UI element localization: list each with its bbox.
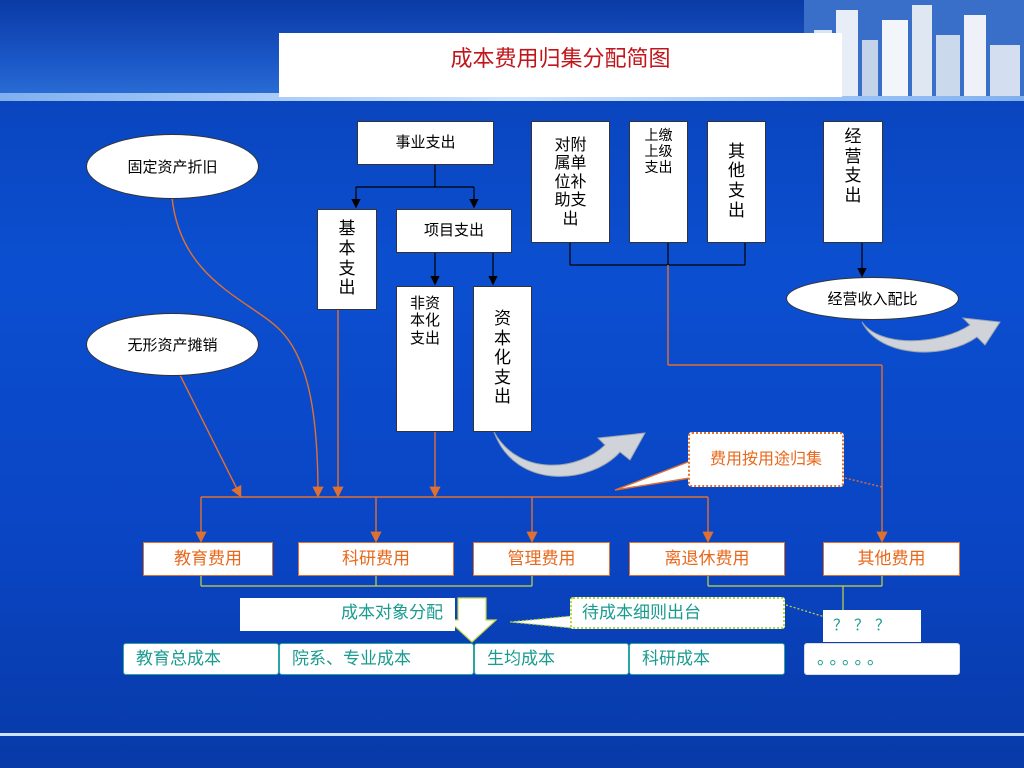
- result-total-education-cost: 教育总成本: [123, 643, 279, 675]
- down-arrow-icon: [446, 597, 498, 643]
- curved-arrow-icon: [861, 317, 1001, 353]
- header-stripe: [0, 93, 1024, 101]
- subsidiary-subsidy-box: 对附属单位补助支出: [531, 121, 610, 243]
- result-per-student-cost: 生均成本: [474, 643, 629, 675]
- pending-rules-label: 待成本细则出台: [570, 597, 785, 629]
- operating-income-ratio: 经营收入配比: [786, 277, 959, 320]
- unknown-placeholder: ？？？: [823, 610, 921, 642]
- operating-expense-box: 经营支出: [823, 121, 883, 243]
- result-research-cost: 科研成本: [629, 643, 785, 675]
- project-expense-box: 项目支出: [396, 209, 512, 253]
- title-box: 成本费用归集分配简图: [279, 33, 842, 97]
- category-retirement: 离退休费用: [629, 542, 785, 576]
- category-other: 其他费用: [823, 542, 960, 576]
- business-expense-box: 事业支出: [357, 121, 494, 165]
- curved-arrow-icon: [493, 431, 646, 477]
- purpose-callout: 费用按用途归集: [688, 432, 844, 487]
- page-title: 成本费用归集分配简图: [450, 47, 671, 72]
- orange-flow-lines: [171, 196, 888, 543]
- result-ellipsis: 。。。。。: [804, 643, 960, 675]
- category-management: 管理费用: [473, 542, 610, 576]
- non-capital-expense-box: 非资本化支出: [396, 286, 454, 432]
- category-research: 科研费用: [298, 542, 454, 576]
- category-education: 教育费用: [143, 542, 273, 576]
- fixed-assets-depreciation: 固定资产折旧: [86, 134, 259, 199]
- capital-expense-box: 资本化支出: [473, 286, 532, 432]
- other-expense-box: 其他支出: [707, 121, 766, 243]
- business-branch-lines: [351, 165, 867, 286]
- result-department-cost: 院系、专业成本: [279, 643, 474, 675]
- upper-level-payment-box: 上缴上级支出: [629, 121, 688, 243]
- city-skyline-image: [804, 0, 1024, 96]
- cost-object-allocation: 成本对象分配: [240, 598, 455, 631]
- intangible-amortization: 无形资产摊销: [86, 313, 259, 376]
- footer-line: [0, 733, 1024, 736]
- basic-expense-box: 基本支出: [317, 209, 377, 310]
